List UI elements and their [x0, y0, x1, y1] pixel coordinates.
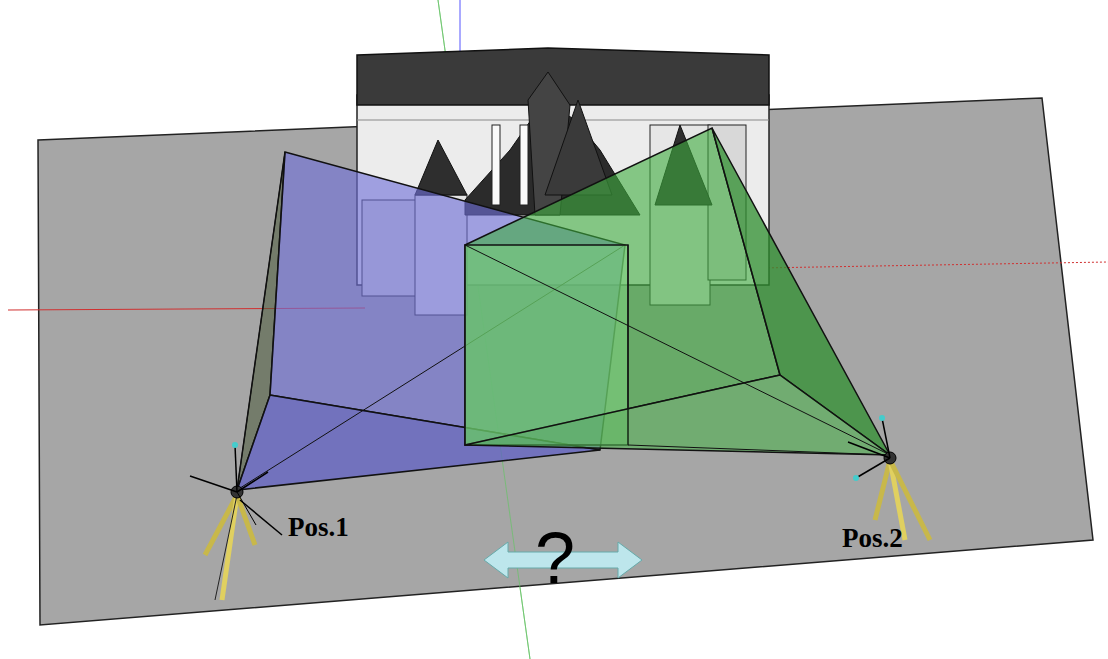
question-mark: ?: [535, 522, 575, 594]
position-label: Pos.1: [288, 512, 349, 543]
tripod-pos2: [848, 415, 930, 540]
leader-line: [240, 500, 282, 535]
green-view-frustum: [465, 128, 890, 455]
red-axis-dashed: [760, 262, 1108, 268]
position-label: Pos.2: [842, 523, 903, 554]
ground-plane: [38, 98, 1093, 625]
tripod-pos1: [190, 442, 268, 600]
